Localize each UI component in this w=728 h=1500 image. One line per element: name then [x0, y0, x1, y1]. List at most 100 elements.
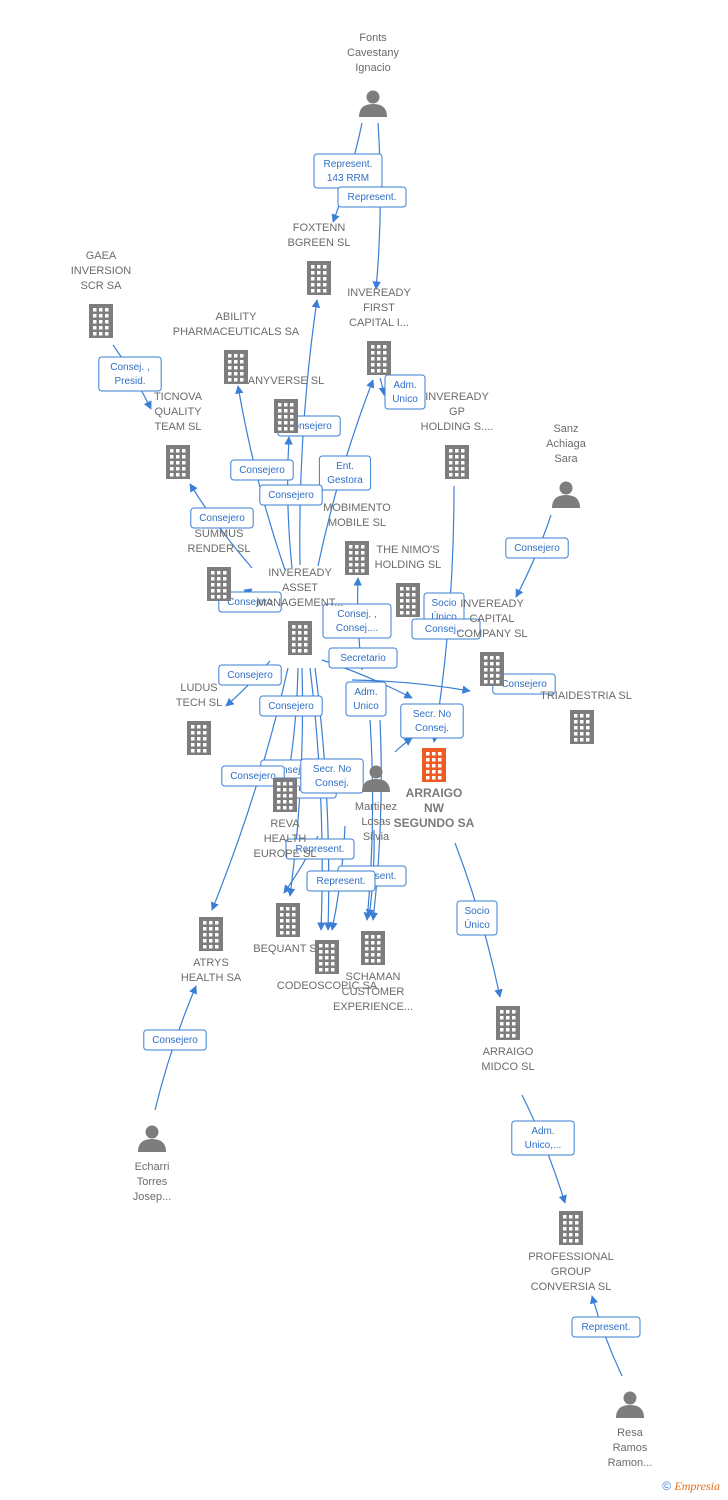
building-icon: [480, 652, 504, 686]
relation-label-text: Presid.: [114, 376, 145, 387]
node-label: COMPANY SL: [456, 628, 527, 640]
building-icon: [274, 399, 298, 433]
company-node[interactable]: SCHAMANCUSTOMEREXPERIENCE...: [333, 931, 413, 1013]
relation-label-text: Consejero: [501, 679, 547, 690]
relation-label[interactable]: Consej. ,Consej....: [322, 603, 392, 639]
relation-label[interactable]: Ent.Gestora: [318, 455, 372, 491]
relation-label[interactable]: Adm.Unico,...: [511, 1120, 575, 1156]
relation-label[interactable]: Represent.: [285, 838, 355, 860]
person-node[interactable]: EcharriTorresJosep...: [133, 1125, 172, 1204]
relation-label-text: Consejero: [152, 1035, 198, 1046]
relation-label-text: Consejero: [227, 670, 273, 681]
relation-label[interactable]: Consejero: [190, 507, 254, 529]
relation-label-text: Adm.: [393, 380, 416, 391]
company-node[interactable]: MOBIMENTO MOBILE SL: [323, 502, 391, 575]
relation-label[interactable]: Consejero: [218, 591, 282, 613]
node-label: BEQUANT SL: [253, 943, 323, 955]
brand-logo[interactable]: Empresia: [674, 1479, 720, 1493]
relation-label-text: Represent.: [296, 844, 345, 855]
footer-credit: © Empresia: [662, 1479, 720, 1494]
relation-label[interactable]: Represent.: [306, 870, 376, 892]
relation-label-text: Consej....: [336, 623, 378, 634]
node-label: REVA: [270, 818, 300, 830]
node-label: SCHAMAN: [345, 971, 400, 983]
relation-label-text: Ent.: [336, 461, 354, 472]
relation-label-text: Consej.: [415, 723, 449, 734]
building-icon: [288, 621, 312, 655]
relation-label[interactable]: Adm.Unico: [384, 374, 426, 410]
relation-label[interactable]: Represent.: [571, 1316, 641, 1338]
relation-label[interactable]: Secr. No Consej.: [400, 703, 464, 739]
node-label: TEAM SL: [154, 421, 201, 433]
relation-label[interactable]: Consej....: [411, 618, 481, 640]
person-node[interactable]: ResaRamosRamon...: [608, 1391, 653, 1470]
building-icon: [166, 445, 190, 479]
company-node[interactable]: CODEOSCOPIC SA: [277, 940, 378, 992]
company-node[interactable]: INVEREADYASSETMANAGEMENT...: [257, 567, 344, 655]
relation-label[interactable]: Consejero: [230, 459, 294, 481]
relation-label[interactable]: Consejero: [218, 664, 282, 686]
relation-label[interactable]: Consej. ,Presid.: [98, 356, 162, 392]
relation-label[interactable]: Consejero: [221, 765, 285, 787]
company-node[interactable]: BEQUANT SL: [253, 903, 323, 955]
node-label: PROFESSIONAL: [528, 1251, 614, 1263]
relation-label-text: Consej.: [315, 778, 349, 789]
relation-label[interactable]: Consejero: [143, 1029, 207, 1051]
relation-label[interactable]: Consejero: [259, 695, 323, 717]
relation-label[interactable]: Represent.143 RRM: [313, 153, 383, 189]
building-icon: [345, 541, 369, 575]
node-label: MOBIMENTO: [323, 502, 391, 514]
building-icon: [496, 1006, 520, 1040]
node-label: MOBILE SL: [328, 517, 386, 529]
building-icon: [224, 350, 248, 384]
relation-label[interactable]: Consejero: [505, 537, 569, 559]
relation-label[interactable]: Adm.Unico: [345, 681, 387, 717]
node-label: Fonts: [359, 32, 387, 44]
relation-label[interactable]: Represent.: [337, 186, 407, 208]
node-label: ARRAIGO: [483, 1046, 534, 1058]
node-label: HOLDING S....: [421, 421, 494, 433]
company-node[interactable]: TRIAIDESTRIA SL: [540, 690, 632, 744]
relation-label-text: Socio: [431, 598, 456, 609]
node-label: ARRAIGO: [406, 786, 463, 800]
relation-label-text: Consejero: [239, 465, 285, 476]
relation-label-text: Consejero: [230, 771, 276, 782]
relation-label[interactable]: Consejero: [492, 673, 556, 695]
node-label: TICNOVA: [154, 391, 203, 403]
building-icon: [422, 748, 446, 782]
node-label: ASSET: [282, 582, 318, 594]
relation-label-text: Secr. No: [413, 709, 452, 720]
company-node[interactable]: ANYVERSE SL: [248, 375, 324, 433]
node-label: Ramos: [613, 1442, 648, 1454]
relation-label-text: Adm.: [354, 687, 377, 698]
relation-label-text: Represent.: [317, 876, 366, 887]
node-label: ABILITY: [216, 311, 258, 323]
relation-label-text: Consejero: [269, 765, 315, 776]
node-label: EUROPE SL: [254, 848, 317, 860]
relation-label[interactable]: Consejero: [259, 484, 323, 506]
relation-label[interactable]: Secretario: [328, 647, 398, 669]
node-label: CAPITAL I...: [349, 317, 409, 329]
node-label: Silvia: [363, 831, 390, 843]
node-label: SCR SA: [81, 280, 123, 292]
